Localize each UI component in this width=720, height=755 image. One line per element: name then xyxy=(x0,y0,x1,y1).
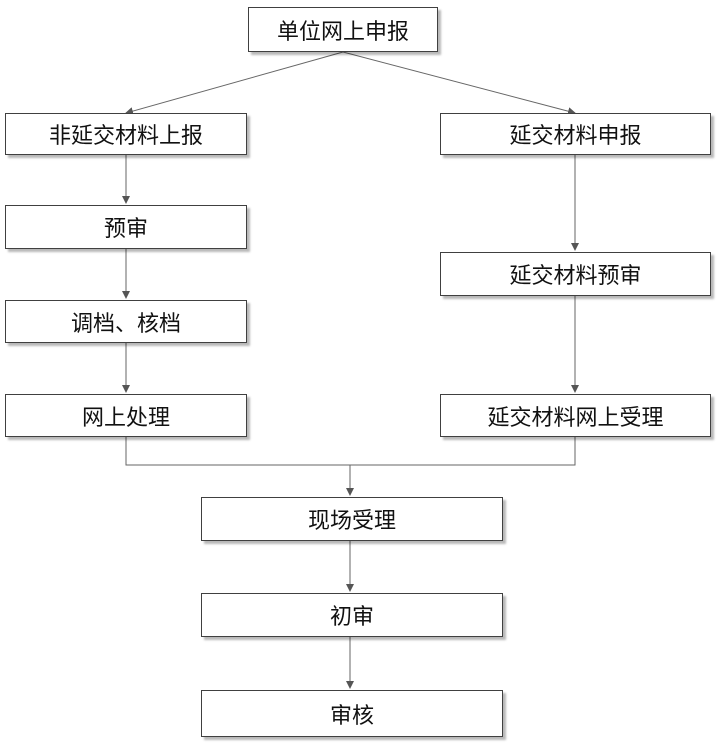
arrow-start-to-left xyxy=(125,51,344,115)
left-step-2: 预审 xyxy=(5,205,247,249)
right-step-2: 延交材料预审 xyxy=(440,252,711,296)
right-step-1: 延交材料申报 xyxy=(440,113,711,155)
left-step-1: 非延交材料上报 xyxy=(5,113,247,155)
left-step-3: 调档、核档 xyxy=(5,300,247,343)
start-node: 单位网上申报 xyxy=(248,7,438,52)
arrow-start-to-right xyxy=(342,51,576,116)
merge-step-2: 初审 xyxy=(201,593,503,637)
left-step-4: 网上处理 xyxy=(5,394,247,437)
merge-step-1: 现场受理 xyxy=(201,497,503,541)
merge-line xyxy=(125,437,576,466)
merge-step-3: 审核 xyxy=(201,690,503,737)
right-step-3: 延交材料网上受理 xyxy=(440,394,711,437)
